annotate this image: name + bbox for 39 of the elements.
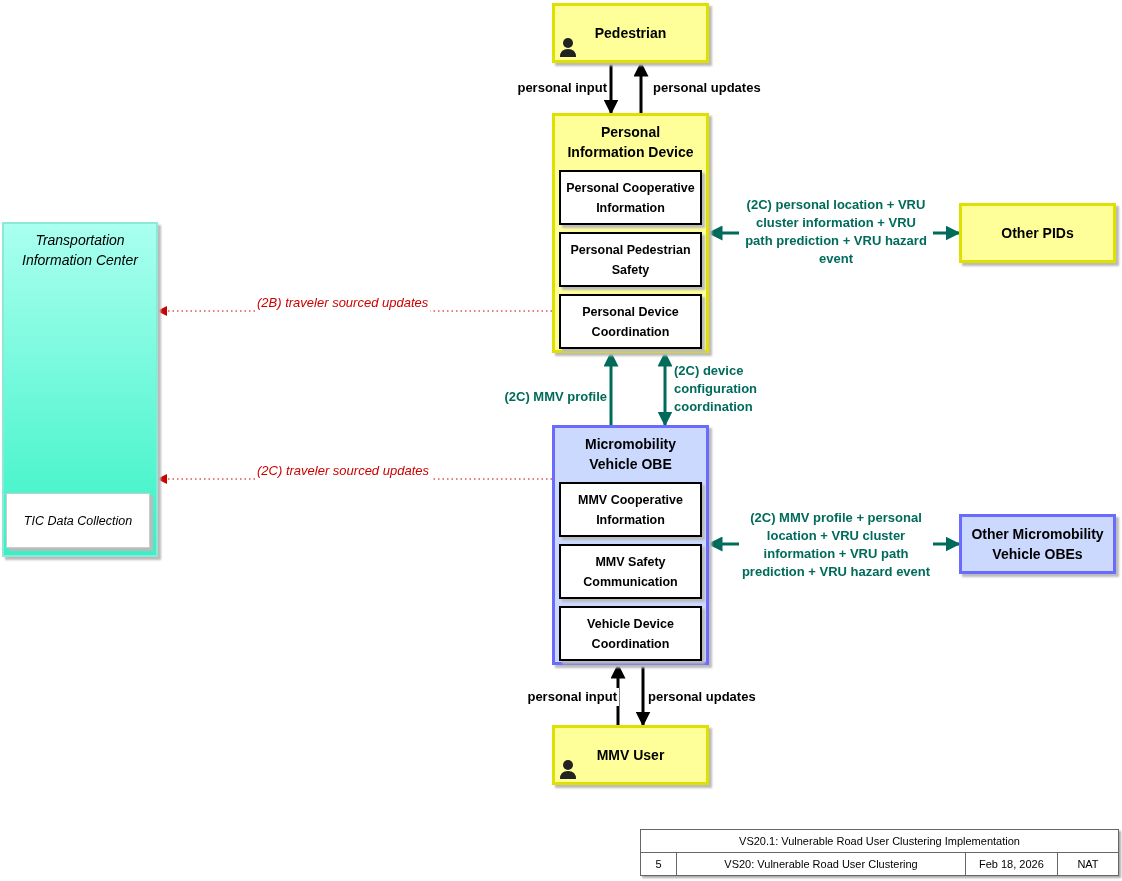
title-block-cell: VS20: Vulnerable Road User Clustering — [676, 852, 966, 876]
title-block-cell: Feb 18, 2026 — [965, 852, 1058, 876]
node-label: Other Micromobility Vehicle OBEs — [970, 525, 1105, 564]
function-box — [559, 170, 702, 225]
node-label: TIC Data Collection — [23, 512, 133, 530]
arrow — [603, 63, 619, 115]
arrow — [610, 663, 626, 725]
node-label: Vehicle Device Coordination — [586, 615, 675, 653]
system-box — [552, 113, 709, 353]
node-label: Transportation Information Center — [21, 231, 140, 270]
function-box — [559, 606, 702, 661]
node-label: Personal Device Coordination — [581, 303, 680, 341]
node-label: Personal Cooperative Information — [565, 179, 696, 217]
node-label: Personal Information Device — [566, 123, 695, 162]
system-box — [552, 725, 709, 785]
node-label: Personal Pedestrian Safety — [569, 241, 692, 279]
function-box — [559, 294, 702, 349]
arrow — [635, 665, 651, 727]
system-box — [552, 3, 709, 63]
center-box — [2, 222, 158, 557]
title-block-cell: VS20.1: Vulnerable Road User Clustering Implementation — [640, 829, 1119, 853]
system-box — [552, 425, 709, 665]
arrow — [633, 61, 649, 113]
node-label: MMV Safety Communication — [582, 553, 679, 591]
system-box — [959, 203, 1116, 263]
function-box — [559, 482, 702, 537]
node-label: Pedestrian — [594, 24, 667, 43]
function-box — [6, 493, 150, 548]
system-box — [959, 514, 1116, 574]
node-label: Other PIDs — [1001, 224, 1074, 243]
arrow — [657, 351, 673, 427]
function-box — [559, 232, 702, 287]
title-block-cell: NAT — [1057, 852, 1119, 876]
node-label: MMV Cooperative Information — [577, 491, 684, 529]
function-box — [559, 544, 702, 599]
title-block-cell: 5 — [640, 852, 677, 876]
arrow — [603, 351, 619, 425]
node-label: MMV User — [596, 746, 665, 765]
node-label: Micromobility Vehicle OBE — [584, 435, 677, 474]
